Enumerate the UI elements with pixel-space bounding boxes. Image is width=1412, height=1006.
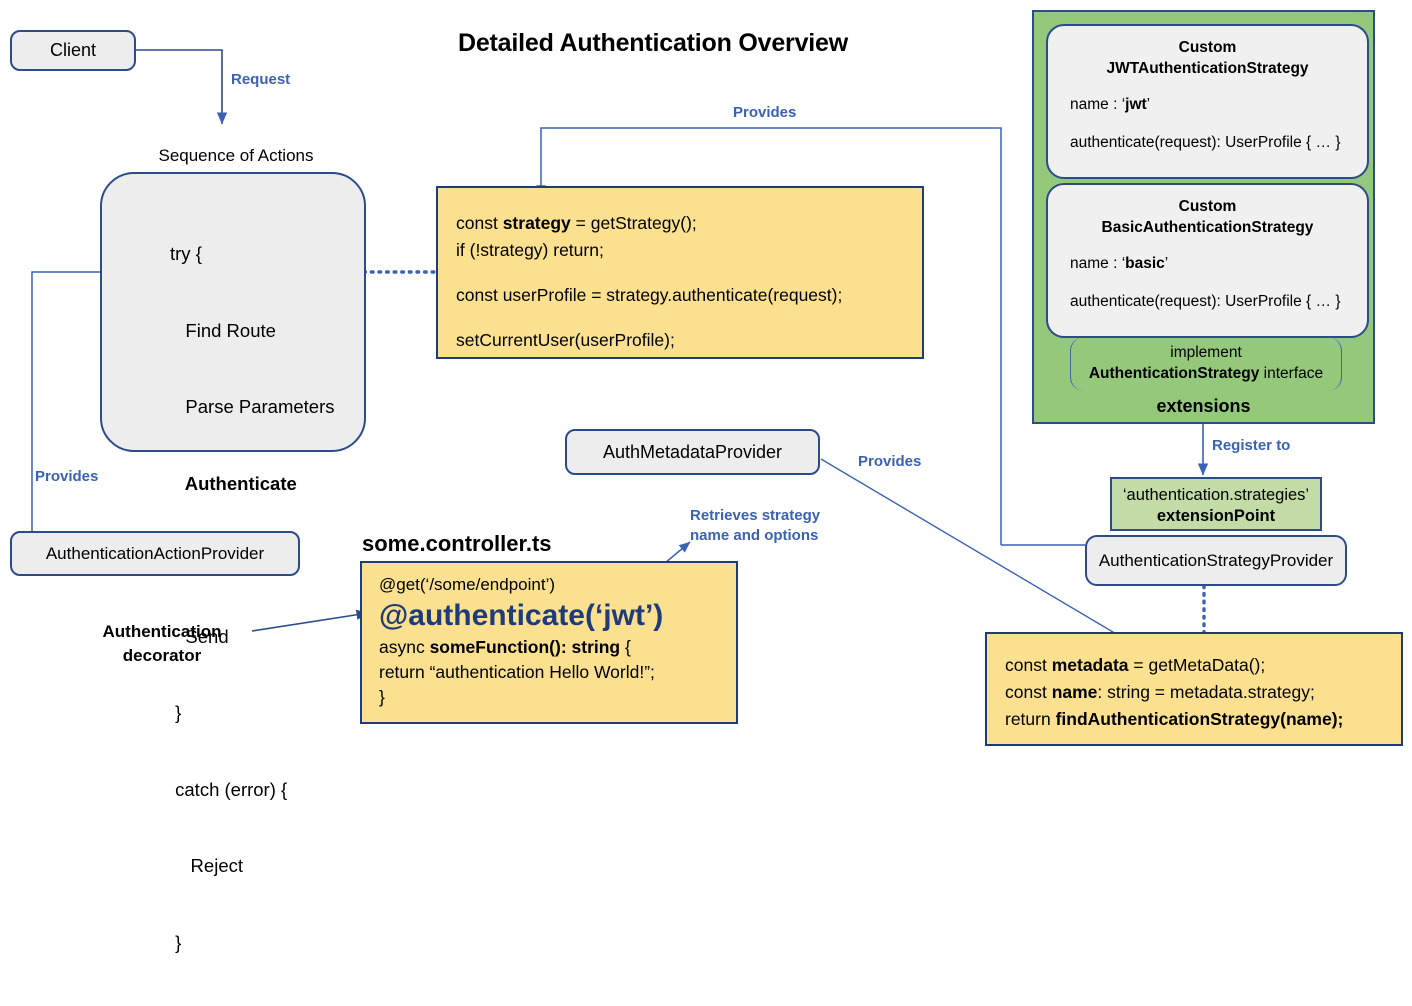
code-frag-bold: strategy — [502, 213, 571, 233]
implement-bold: AuthenticationStrategy — [1088, 365, 1260, 382]
seq-line: catch (error) { — [170, 778, 288, 800]
code-line: const userProfile = strategy.authenticat… — [456, 285, 843, 305]
code-frag: return — [1005, 709, 1056, 729]
basic-strategy-card[interactable]: Custom BasicAuthenticationStrategy name … — [1046, 183, 1369, 338]
basic-name-label: name : ‘ — [1070, 255, 1126, 272]
code-line: const metadata = getMetaData(); — [1005, 652, 1401, 679]
jwt-name-label: name : ‘ — [1070, 96, 1126, 113]
strategy-code-content: const strategy = getStrategy(); if (!str… — [438, 188, 922, 354]
code-line-decorator: @authenticate(‘jwt’) — [379, 599, 664, 632]
code-frag: { — [620, 637, 631, 657]
retrieves-bold: name — [690, 527, 730, 544]
controller-code-box[interactable]: @get(‘/some/endpoint’) @authenticate(‘jw… — [360, 561, 738, 724]
auth-metadata-provider-box[interactable]: AuthMetadataProvider — [565, 429, 820, 475]
extension-point-text: ‘authentication.strategies’ extensionPoi… — [1112, 479, 1320, 527]
code-frag: const — [1005, 655, 1052, 675]
provider-code-box[interactable]: const metadata = getMetaData(); const na… — [985, 632, 1403, 746]
implement-note: implement AuthenticationStrategy interfa… — [1070, 337, 1342, 391]
code-line-get: @get(‘/some/endpoint’) — [379, 575, 556, 594]
implement-line2: AuthenticationStrategy interface — [1071, 363, 1341, 384]
code-frag-bold: someFunction(): string — [429, 637, 621, 657]
code-frag: async — [379, 637, 430, 657]
jwt-name-row: name : ‘jwt’ — [1048, 79, 1367, 114]
jwt-method-row: authenticate(request): UserProfile { … } — [1070, 134, 1341, 151]
auth-metadata-provider-label: AuthMetadataProvider — [602, 441, 783, 462]
code-line-fn: async someFunction(): string { — [379, 635, 736, 660]
implement-line1: implement — [1170, 344, 1242, 361]
retrieves-line2: name and options — [690, 526, 820, 546]
extension-point-line1: ‘authentication.strategies’ — [1122, 486, 1310, 504]
controller-code-content: @get(‘/some/endpoint’) @authenticate(‘jw… — [362, 563, 736, 710]
extensions-group: Custom JWTAuthenticationStrategy name : … — [1032, 10, 1375, 424]
seq-line: Reject — [170, 855, 243, 876]
authentication-action-provider-box[interactable]: AuthenticationActionProvider — [10, 531, 300, 576]
code-line-return: return “authentication Hello World!”; — [379, 662, 655, 682]
code-spacer — [456, 264, 922, 282]
code-frag: const — [1005, 682, 1052, 702]
seq-line: Send — [170, 625, 229, 647]
edge-label-retrieves: Retrieves strategy name and options — [690, 506, 820, 546]
sequence-caption: Sequence of Actions — [158, 146, 314, 165]
code-line: setCurrentUser(userProfile); — [456, 330, 675, 350]
basic-name-row: name : ‘basic’ — [1048, 238, 1367, 273]
code-frag: : string = metadata.strategy; — [1097, 682, 1315, 702]
jwt-strategy-card[interactable]: Custom JWTAuthenticationStrategy name : … — [1046, 24, 1369, 179]
strategy-code-box[interactable]: const strategy = getStrategy(); if (!str… — [436, 186, 924, 359]
seq-line: Parse Parameters — [170, 396, 335, 417]
jwt-strategy-title: Custom JWTAuthenticationStrategy — [1048, 26, 1367, 79]
extensions-label: extensions — [1156, 396, 1251, 416]
page-title: Detailed Authentication Overview — [458, 29, 848, 57]
code-line: if (!strategy) return; — [456, 240, 604, 260]
code-frag: = getMetaData(); — [1128, 655, 1266, 675]
basic-title-line2: BasicAuthenticationStrategy — [1101, 219, 1314, 236]
jwt-name-value: jwt — [1125, 96, 1147, 113]
jwt-title-line2: JWTAuthenticationStrategy — [1106, 60, 1309, 77]
extension-point-line2: extensionPoint — [1156, 507, 1276, 525]
code-frag-bold: name — [1051, 682, 1098, 702]
provider-code-content: const metadata = getMetaData(); const na… — [987, 634, 1401, 733]
seq-line: try { — [170, 243, 202, 264]
authentication-decorator-caption: Authentication decorator — [72, 620, 252, 668]
extension-point-box[interactable]: ‘authentication.strategies’ extensionPoi… — [1110, 477, 1322, 531]
code-frag: = getStrategy(); — [570, 213, 697, 233]
seq-line-authenticate: Authenticate — [170, 472, 297, 494]
basic-strategy-title: Custom BasicAuthenticationStrategy — [1048, 185, 1367, 238]
code-line: const name: string = metadata.strategy; — [1005, 679, 1401, 706]
authentication-action-provider-label: AuthenticationActionProvider — [45, 543, 265, 563]
seq-line: } — [170, 702, 182, 723]
retrieves-tail: and options — [729, 527, 819, 544]
edge-label-request: Request — [231, 71, 291, 88]
sequence-of-actions-box[interactable]: try { Find Route Parse Parameters Authen… — [100, 172, 366, 953]
client-label: Client — [49, 40, 97, 60]
decorator-caption-line2: decorator — [122, 646, 202, 665]
jwt-title-line1: Custom — [1178, 39, 1237, 56]
basic-name-close: ’ — [1164, 255, 1169, 272]
code-line: const strategy = getStrategy(); — [456, 210, 922, 237]
code-frag-bold: metadata — [1051, 655, 1129, 675]
basic-title-line1: Custom — [1178, 198, 1237, 215]
code-line: return findAuthenticationStrategy(name); — [1005, 706, 1401, 733]
seq-line: } — [170, 931, 182, 953]
basic-method-row: authenticate(request): UserProfile { … } — [1070, 293, 1341, 310]
edge-label-provides-mid: Provides — [858, 453, 922, 470]
implement-tail: interface — [1259, 365, 1324, 382]
jwt-name-close: ’ — [1146, 96, 1151, 113]
retrieves-line1: Retrieves strategy — [690, 507, 821, 524]
seq-line: Find Route — [170, 319, 276, 341]
edge-label-provides-left: Provides — [35, 468, 99, 485]
code-spacer — [456, 309, 922, 327]
code-frag: const — [456, 213, 503, 233]
sequence-list: try { Find Route Parse Parameters Authen… — [102, 174, 364, 1006]
code-line-close: } — [379, 687, 385, 707]
client-box[interactable]: Client — [10, 30, 136, 71]
controller-filename: some.controller.ts — [362, 531, 552, 556]
code-frag-bold: findAuthenticationStrategy(name); — [1055, 709, 1344, 729]
decorator-caption-line1: Authentication — [102, 622, 222, 641]
authentication-strategy-provider-box[interactable]: AuthenticationStrategyProvider — [1085, 535, 1347, 586]
edge-label-provides-top: Provides — [733, 104, 797, 121]
edge-label-register-to: Register to — [1212, 437, 1291, 454]
basic-name-value: basic — [1125, 255, 1165, 272]
authentication-strategy-provider-label: AuthenticationStrategyProvider — [1098, 550, 1334, 570]
